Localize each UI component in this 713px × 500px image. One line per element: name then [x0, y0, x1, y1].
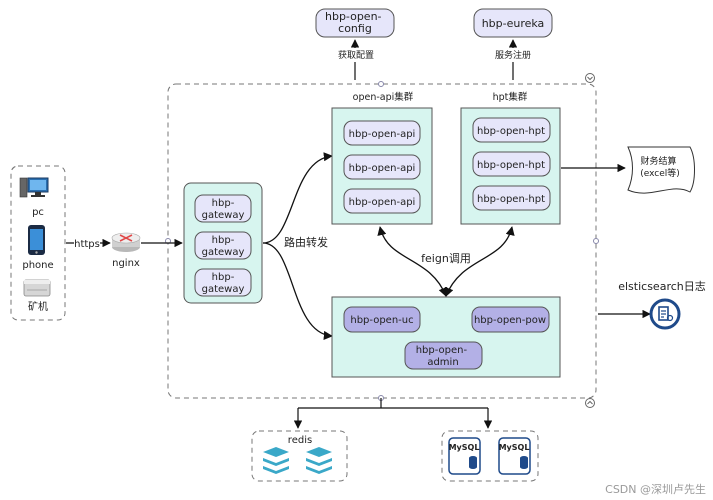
router-icon	[111, 232, 141, 252]
gateway-node[interactable]: hbp-gateway	[194, 194, 252, 223]
eureka-service[interactable]: hbp-eureka	[473, 8, 553, 38]
hpt-node-label: hbp-open-hpt	[477, 194, 545, 205]
open-api-node[interactable]: hbp-open-api	[343, 188, 421, 214]
config-service[interactable]: hbp-open- config	[315, 8, 395, 38]
admin-service[interactable]: hbp-open- admin	[404, 341, 483, 370]
pc-label: pc	[32, 207, 44, 218]
feign-right-arrow	[444, 226, 515, 297]
hpt-node-label: hbp-open-hpt	[477, 160, 545, 171]
gateway-node-label: hbp-gateway	[202, 272, 245, 295]
open-api-node-label: hbp-open-api	[349, 163, 416, 174]
hpt-node-label: hbp-open-hpt	[477, 126, 545, 137]
watermark: CSDN @深圳卢先生	[605, 482, 706, 496]
pow-service-label: hbp-open-pow	[474, 315, 546, 326]
open-api-nodes: hbp-open-api hbp-open-api hbp-open-api	[343, 120, 421, 214]
mysql-label-1: MySQL	[449, 443, 480, 452]
feign-left-arrow	[377, 226, 448, 297]
open-api-cluster-title: open-api集群	[353, 91, 414, 103]
open-api-node-label: hbp-open-api	[349, 129, 416, 140]
hpt-node[interactable]: hbp-open-hpt	[472, 185, 551, 211]
eureka-service-label: hbp-eureka	[482, 17, 545, 30]
hpt-nodes: hbp-open-hpt hbp-open-hpt hbp-open-hpt	[472, 117, 551, 211]
hpt-node[interactable]: hbp-open-hpt	[472, 117, 551, 143]
route-to-open-api-arrow	[262, 152, 333, 244]
mysql-icon: MySQL	[448, 437, 481, 475]
redis-icon	[263, 447, 289, 474]
hpt-node[interactable]: hbp-open-hpt	[472, 151, 551, 177]
mysql-label-2: MySQL	[499, 443, 530, 452]
finance-document-label: 财务结算 (excel等)	[640, 155, 680, 179]
log-icon	[649, 298, 681, 330]
miner-icon	[23, 279, 51, 297]
mysql-icon-2: MySQL	[498, 437, 531, 475]
phone-label: phone	[22, 260, 53, 271]
phone-icon	[28, 225, 45, 255]
redis-icon-2	[306, 447, 332, 474]
routing-label: 路由转发	[284, 235, 328, 249]
expand-icon[interactable]	[585, 398, 595, 408]
redis-label: redis	[288, 435, 312, 446]
uc-service-label: hbp-open-uc	[350, 315, 413, 326]
https-label: https	[74, 239, 100, 250]
hpt-cluster-title: hpt集群	[493, 91, 528, 103]
gateway-node[interactable]: hbp-gateway	[194, 268, 252, 297]
uc-service[interactable]: hbp-open-uc	[343, 306, 421, 333]
pow-service[interactable]: hbp-open-pow	[471, 306, 550, 333]
eureka-arrow-label: 服务注册	[495, 49, 531, 61]
open-api-node[interactable]: hbp-open-api	[343, 120, 421, 146]
redis-group	[251, 430, 348, 482]
mysql-group	[441, 430, 539, 482]
open-api-node[interactable]: hbp-open-api	[343, 154, 421, 180]
gateway-node-label: hbp-gateway	[202, 235, 245, 258]
feign-label: feign调用	[421, 252, 471, 265]
gateway-node[interactable]: hbp-gateway	[194, 231, 252, 260]
finance-document: 财务结算 (excel等)	[627, 146, 695, 194]
nginx-label: nginx	[112, 258, 140, 269]
config-arrow-label: 获取配置	[338, 50, 374, 61]
collapse-icon[interactable]	[585, 73, 595, 83]
route-to-core-arrow	[262, 242, 333, 340]
clients-group	[10, 165, 66, 321]
pc-icon	[19, 177, 49, 198]
gateway-node-label: hbp-gateway	[202, 198, 245, 221]
gateway-nodes: hbp-gateway hbp-gateway hbp-gateway	[194, 194, 252, 297]
miner-label: 矿机	[28, 300, 48, 313]
open-api-node-label: hbp-open-api	[349, 197, 416, 208]
admin-service-label: hbp-open- admin	[416, 345, 471, 368]
log-label: elsticsearch日志	[618, 280, 706, 293]
config-service-label: hbp-open- config	[325, 10, 385, 35]
